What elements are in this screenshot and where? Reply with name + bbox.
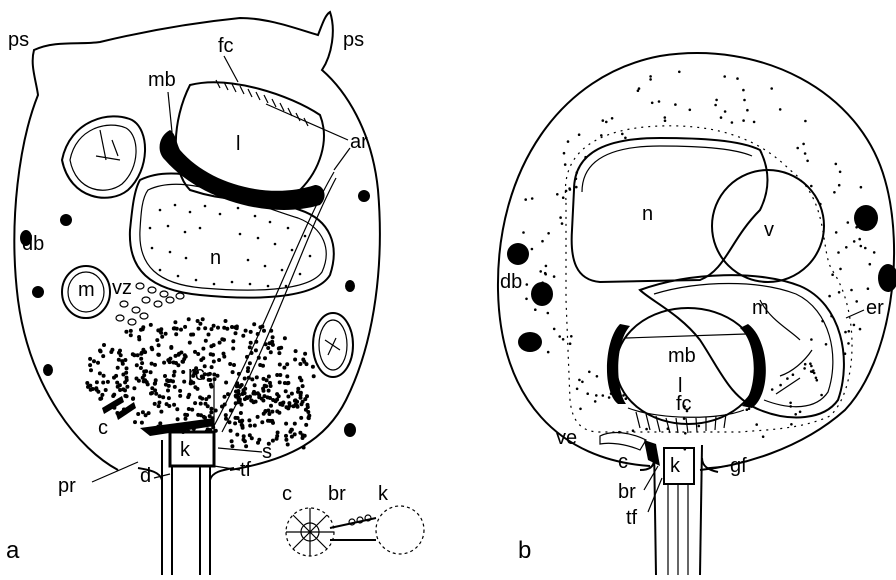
label-fc-b: fc bbox=[676, 393, 692, 415]
label-n-b: n bbox=[642, 203, 653, 225]
label-l: l bbox=[236, 133, 240, 155]
label-c-a: c bbox=[98, 417, 108, 439]
mitochondrion-a1 bbox=[62, 116, 145, 197]
inset-label-k: k bbox=[378, 483, 389, 505]
cell-outline-b bbox=[498, 53, 894, 470]
labels-b: n v db m er mb l fc ve c k gf br tf b bbox=[500, 203, 884, 564]
label-ps-left: ps bbox=[8, 29, 29, 51]
label-n-a: n bbox=[210, 247, 221, 269]
label-k-b: k bbox=[670, 455, 681, 477]
label-c-b: c bbox=[618, 451, 628, 473]
label-tf-b: tf bbox=[626, 507, 638, 529]
label-tf-a: tf bbox=[240, 459, 252, 481]
nucleus-dots-a bbox=[149, 204, 312, 288]
label-m-a: m bbox=[78, 279, 95, 301]
inset-label-c: c bbox=[282, 483, 292, 505]
label-s: s bbox=[262, 441, 272, 463]
label-vz: vz bbox=[112, 277, 132, 299]
panel-label-b: b bbox=[518, 537, 531, 564]
fc-hatch-a bbox=[216, 80, 308, 126]
label-gf: gf bbox=[730, 455, 747, 477]
label-er: er bbox=[866, 297, 884, 319]
cell-outline-a bbox=[14, 12, 379, 470]
panel-a: ps ps fc mb ar l db n vz m rc c k s tf d… bbox=[6, 12, 424, 575]
panel-b: n v db m er mb l fc ve c k gf br tf b bbox=[498, 53, 896, 575]
er-outline-b bbox=[565, 126, 852, 432]
label-k-a: k bbox=[180, 439, 191, 461]
label-db-a: db bbox=[22, 233, 44, 255]
nucleus-b bbox=[572, 138, 768, 282]
label-ps-right: ps bbox=[343, 29, 364, 51]
panel-label-a: a bbox=[6, 537, 20, 564]
label-fc: fc bbox=[218, 35, 234, 57]
label-v: v bbox=[764, 219, 774, 241]
label-m-b: m bbox=[752, 297, 769, 319]
label-ve: ve bbox=[556, 427, 577, 449]
kinetosome-a bbox=[170, 432, 214, 466]
label-d: d bbox=[140, 465, 151, 487]
microbody-b-right bbox=[740, 324, 766, 408]
label-br: br bbox=[618, 481, 636, 503]
label-db-b: db bbox=[500, 271, 522, 293]
inset-cross-section: c br k bbox=[282, 483, 424, 556]
label-mb-b: mb bbox=[668, 345, 696, 367]
label-rc: rc bbox=[188, 363, 205, 385]
label-mb: mb bbox=[148, 69, 176, 91]
label-pr: pr bbox=[58, 475, 76, 497]
microbody-a bbox=[160, 130, 325, 210]
inset-label-br: br bbox=[328, 483, 346, 505]
label-ar: ar bbox=[350, 131, 368, 153]
mitochondrion-a3 bbox=[313, 313, 353, 377]
labels-a: ps ps fc mb ar l db n vz m rc c k s tf d… bbox=[6, 29, 368, 564]
